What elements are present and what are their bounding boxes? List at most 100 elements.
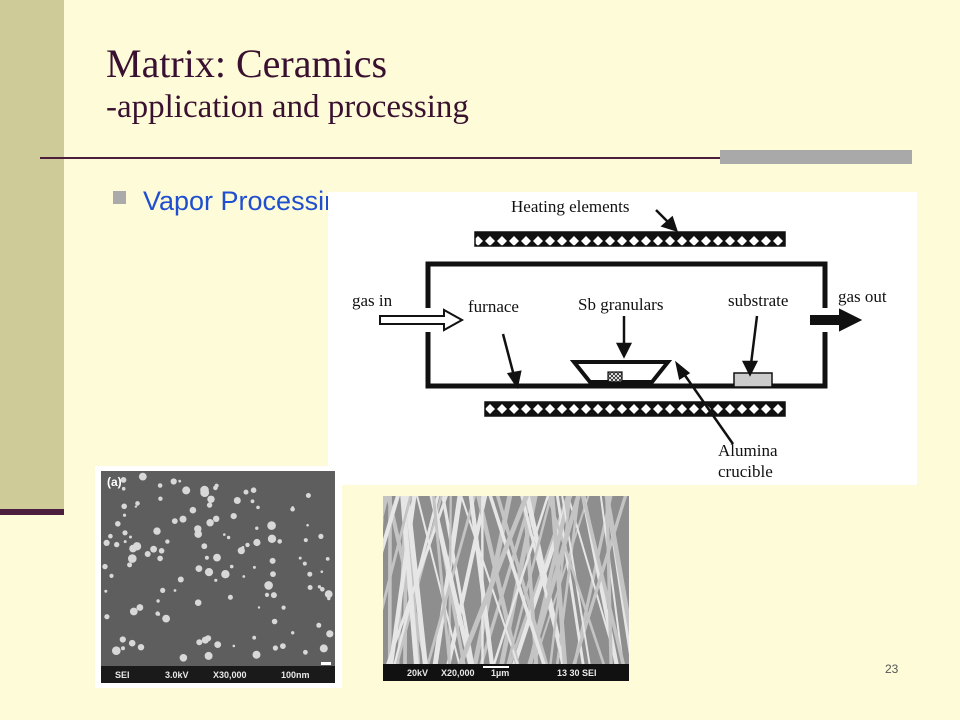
label-gas-in: gas in — [352, 291, 393, 310]
sem-particle — [129, 607, 138, 616]
sem-particle — [305, 493, 311, 498]
sem-particle — [229, 564, 234, 569]
substrate-block — [733, 372, 773, 388]
sem-particle — [109, 573, 114, 578]
sem-nanowire — [416, 496, 462, 669]
sem-particle — [155, 611, 160, 616]
sem-particle — [298, 556, 302, 560]
sem-particle — [320, 587, 325, 592]
sem-b-voltage: 20kV — [407, 668, 428, 678]
sem-particle — [264, 581, 273, 590]
sem-particle — [179, 515, 187, 523]
sem-particles-svg: (a) SEI 3.0kV X30,000 100nm — [101, 471, 335, 683]
sem-nanowire — [476, 496, 521, 671]
sem-particle — [250, 487, 257, 493]
sem-nanowires — [383, 496, 629, 671]
sem-particle — [206, 502, 213, 508]
sem-particle — [252, 565, 256, 569]
sem-particle — [121, 503, 127, 510]
sem-particle — [179, 654, 188, 662]
sem-particle — [253, 538, 261, 547]
sem-nanowire — [546, 496, 607, 670]
sem-nanowire — [383, 496, 413, 611]
sem-nanowire — [445, 496, 488, 671]
sem-nanowire — [456, 496, 530, 671]
sem-particle — [158, 548, 165, 554]
sidebar-cap — [0, 509, 64, 515]
sem-particle — [122, 513, 127, 517]
sem-particle — [267, 521, 276, 530]
sem-particle — [132, 542, 142, 551]
furnace-tube — [425, 261, 828, 389]
sem-particle — [170, 478, 177, 485]
sem-particle — [153, 527, 161, 535]
sem-particle — [327, 596, 331, 601]
gas-in-arrow — [379, 308, 465, 332]
sem-particle — [108, 533, 113, 539]
sem-particle — [122, 530, 128, 536]
sem-nanowire — [507, 496, 570, 670]
sem-particle — [195, 565, 203, 572]
sem-particle — [250, 499, 255, 504]
sem-particle — [242, 575, 246, 578]
sem-nanowire — [599, 496, 625, 669]
sem-particle — [112, 646, 121, 655]
sem-particle — [252, 650, 261, 659]
sem-nanowire — [520, 496, 567, 670]
sem-particle — [252, 635, 257, 640]
sem-particle — [270, 592, 277, 599]
label-substrate: substrate — [728, 291, 788, 310]
sem-nanowire — [571, 496, 628, 670]
sem-particle — [255, 526, 259, 530]
sem-particle — [154, 547, 157, 550]
sem-particle — [114, 541, 120, 548]
sem-a-label: (a) — [107, 475, 122, 489]
sem-particle — [104, 614, 110, 620]
sem-particle — [137, 644, 145, 651]
sem-particle — [189, 506, 197, 514]
sem-particle — [162, 614, 170, 623]
sem-a-voltage: 3.0kV — [165, 670, 189, 680]
sem-nanowire — [488, 496, 547, 670]
page-number: 23 — [885, 662, 899, 676]
sem-particle — [264, 592, 270, 597]
sem-particle — [307, 571, 313, 577]
sem-a-scale: 100nm — [281, 670, 310, 680]
sem-particle — [233, 497, 241, 504]
sem-particle — [303, 538, 308, 543]
sem-particle — [171, 518, 178, 524]
furnace-diagram: Heating elements gas in gas out furnace … — [328, 192, 917, 485]
sem-particle — [121, 646, 125, 651]
sem-particle — [120, 477, 127, 483]
sem-nanowire — [432, 496, 463, 671]
sem-particle — [127, 562, 133, 568]
sem-image-particles: (a) SEI 3.0kV X30,000 100nm — [95, 466, 342, 688]
sem-particle — [280, 643, 286, 649]
sem-particle — [291, 631, 295, 635]
sem-particle — [267, 534, 277, 543]
sem-particle — [138, 472, 147, 481]
sem-particle — [241, 546, 245, 549]
sem-nanowire — [491, 496, 550, 670]
sem-particle — [207, 495, 215, 503]
sem-particle — [245, 542, 250, 548]
sem-nanowire — [555, 496, 580, 670]
sem-nanowire — [505, 496, 553, 670]
sem-image-nanowires: 20kV X20,000 1µm 13 30 SEI — [383, 496, 629, 681]
sem-b-scale: 1µm — [491, 668, 509, 678]
sem-particle — [325, 557, 330, 561]
sem-particle — [306, 523, 309, 527]
sem-particle — [134, 505, 138, 508]
sem-b-info: 13 30 SEI — [557, 668, 597, 678]
sem-particle — [213, 553, 221, 562]
sem-nanowire — [460, 496, 520, 669]
label-gas-out: gas out — [838, 287, 887, 306]
sem-particle — [194, 599, 202, 606]
sem-particle — [128, 639, 136, 647]
sem-b-magnification: X20,000 — [441, 668, 475, 678]
sem-nanowire — [581, 496, 626, 670]
sem-nanowire — [604, 496, 629, 637]
sem-particle — [316, 622, 322, 628]
title-line-2: -application and processing — [106, 89, 469, 125]
label-alumina: Alumina — [718, 441, 778, 460]
